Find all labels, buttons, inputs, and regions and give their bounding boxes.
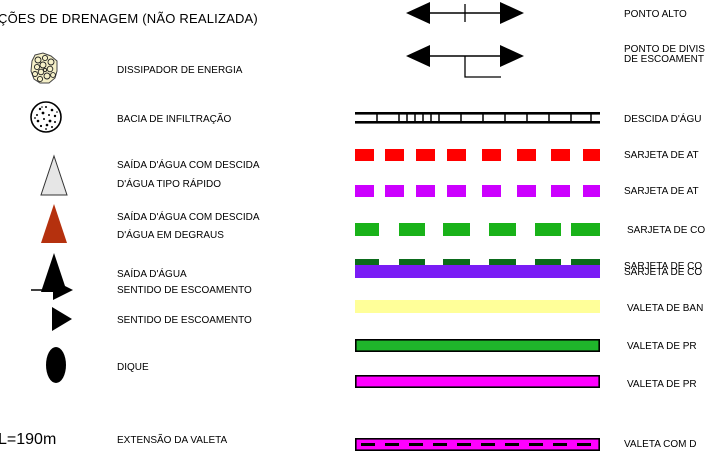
legend-label-outlet-rapid-2: D'ÁGUA TIPO RÁPIDO [117, 179, 221, 190]
water-outlet-steps-icon [41, 204, 67, 243]
legend-label-berm-ditch: VALETA DE BAN [627, 303, 704, 314]
berm-ditch-yellow-icon [355, 300, 600, 313]
legend-label-division-point-1: PONTO DE DIVIS [624, 44, 705, 55]
legend-label-dike: DIQUE [117, 362, 149, 373]
energy-dissipator-icon [30, 52, 58, 84]
legend-label-ditch-extension: EXTENSÃO DA VALETA [117, 435, 228, 446]
legend-label-gutter-red: SARJETA DE AT [624, 150, 699, 161]
gutter-purple-dashed-icon [355, 185, 600, 197]
water-descent-icon [355, 112, 600, 124]
legend-title: ÇÕES DE DRENAGEM (NÃO REALIZADA) [0, 11, 258, 26]
legend-label-water-descent: DESCIDA D'ÁGU [624, 114, 702, 125]
infiltration-basin-icon [30, 101, 62, 133]
legend-label-gutter-dark-green: SARJETA DE CO [624, 261, 703, 272]
legend-label-infiltration-basin: BACIA DE INFILTRAÇÃO [117, 114, 232, 125]
water-outlet-icon [41, 253, 67, 292]
gutter-green-dashed-icon [355, 223, 600, 236]
legend-label-gutter-purple: SARJETA DE AT [624, 186, 699, 197]
legend-label-division-point-2: DE ESCOAMENT [624, 54, 705, 65]
protection-ditch-green-icon [355, 339, 600, 352]
gutter-violet-solid-icon [355, 265, 600, 278]
legend-label-protection-ditch-green: VALETA DE PR [627, 341, 697, 352]
legend-label-outlet-steps-2: D'ÁGUA EM DEGRAUS [117, 230, 224, 241]
flow-direction-head-icon [52, 307, 72, 331]
legend-label-flow-direction-1: SENTIDO DE ESCOAMENTO [117, 285, 252, 296]
legend-label-outlet-rapid-1: SAÍDA D'ÁGUA COM DESCIDA [117, 160, 260, 171]
gutter-red-dashed-icon [355, 149, 600, 161]
dike-icon [46, 347, 66, 383]
legend-label-outlet: SAÍDA D'ÁGUA [117, 269, 187, 280]
legend-label-gutter-violet: SARJETA DE CO [624, 267, 703, 278]
flow-direction-arrow-icon [31, 280, 73, 300]
water-outlet-rapid-icon [40, 154, 68, 196]
high-point-icon [406, 2, 524, 24]
legend-label-flow-direction-2: SENTIDO DE ESCOAMENTO [117, 315, 252, 326]
legend-label-protection-ditch-magenta: VALETA DE PR [627, 379, 697, 390]
legend-label-gutter-green: SARJETA DE CO [627, 225, 706, 236]
protection-ditch-magenta-icon [355, 375, 600, 388]
legend-label-outlet-steps-1: SAÍDA D'ÁGUA COM DESCIDA [117, 212, 260, 223]
ditch-with-drain-icon [355, 438, 600, 451]
ditch-extension-value: L=190m [0, 431, 57, 448]
legend-label-high-point: PONTO ALTO [624, 9, 687, 20]
flow-division-point-icon [406, 45, 524, 78]
legend-label-dissipator: DISSIPADOR DE ENERGIA [117, 65, 243, 76]
legend-label-ditch-with-drain: VALETA COM D [624, 439, 697, 450]
